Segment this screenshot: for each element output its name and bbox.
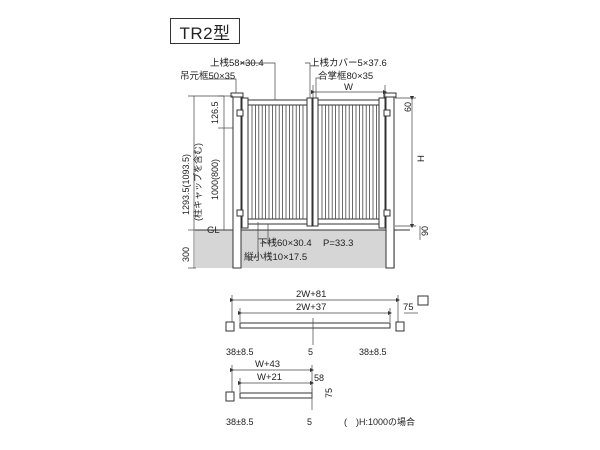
plan1-outer-dim: W+43 <box>255 359 280 370</box>
model-title: TR2型 <box>170 18 240 44</box>
footnote: ( )H:1000の場合 <box>344 416 415 427</box>
dim-1293-5: 1293.5(1093.5) <box>181 154 191 215</box>
left-top-rail <box>247 99 308 106</box>
width-label: W <box>344 82 353 93</box>
plan1-post-label: 75 <box>324 388 334 398</box>
plan2-right-gap: 38±8.5 <box>359 347 386 357</box>
plan2-post-label: 75 <box>403 302 414 313</box>
right-post <box>385 95 395 269</box>
plan-view-double: 2W+81 2W+37 75 38±8.5 5 38±8.5 <box>225 289 429 357</box>
plan1-depth: 58 <box>314 373 324 383</box>
ground-fill <box>195 230 395 268</box>
height-label: H <box>416 155 427 162</box>
plan1-left-gap: 38±8.5 <box>226 417 253 427</box>
elevation-view: 上桟58×30.4 吊元框50×35 上桟カバー5×37.6 合掌框80×35 … <box>180 57 430 269</box>
dim-60: 60 <box>403 102 413 112</box>
plan1-left-post <box>225 391 235 402</box>
plan2-post-symbol <box>417 295 429 306</box>
top-rail-label: 上桟58×30.4 <box>210 57 264 69</box>
plan2-left-post <box>225 321 235 332</box>
gl-label: GL <box>207 225 220 236</box>
meeting-frame-label: 合掌框80×35 <box>318 70 373 82</box>
hinge-frame <box>241 97 249 229</box>
top-rail-cover-label: 上桟カバー5×37.6 <box>310 57 387 69</box>
plan2-right-post <box>395 321 405 332</box>
right-post-cap <box>383 92 397 98</box>
dim-300: 300 <box>181 247 191 262</box>
plan2-left-gap: 38±8.5 <box>226 347 253 357</box>
hinge-top-right <box>383 109 391 117</box>
right-vertical-bars <box>321 105 377 219</box>
right-bottom-rail <box>317 218 380 225</box>
left-post <box>232 95 242 269</box>
meeting-frame-left <box>306 97 313 227</box>
hinge-top-left <box>236 109 244 117</box>
plan-view-single: W+43 W+21 58 75 38±8.5 5 <box>225 359 334 427</box>
right-top-rail <box>317 99 380 106</box>
plan2-outer-dim: 2W+81 <box>296 289 326 300</box>
left-bottom-rail <box>247 218 308 225</box>
meeting-frame-right <box>312 97 319 227</box>
hinge-frame-label: 吊元框50×35 <box>180 70 235 82</box>
plan1-gate-bar <box>239 392 313 399</box>
plan2-center: 5 <box>308 347 313 357</box>
left-post-cap <box>230 92 244 98</box>
plan2-gate-bar <box>239 322 391 329</box>
left-leaf <box>247 99 308 225</box>
bottom-rail-label: 下桟60×30.4 <box>258 237 312 249</box>
cap-note: (柱キャップを含む) <box>192 143 203 221</box>
left-vertical-bars <box>251 105 304 219</box>
dim-126-5: 126.5 <box>210 101 220 124</box>
plan2-inner-dim: 2W+37 <box>296 302 326 313</box>
dim-1000: 1000(800) <box>210 159 220 200</box>
pitch-label: P=33.3 <box>323 238 353 249</box>
hinge-bottom-left <box>236 209 244 217</box>
hinge-frame-right <box>378 97 386 229</box>
plan1-center: 5 <box>307 417 312 427</box>
plan1-inner-dim: W+21 <box>257 372 282 383</box>
hinge-bottom-right <box>383 209 391 217</box>
vertical-bar-label: 縦小桟10×17.5 <box>244 251 307 263</box>
dim-90: 90 <box>420 226 430 236</box>
